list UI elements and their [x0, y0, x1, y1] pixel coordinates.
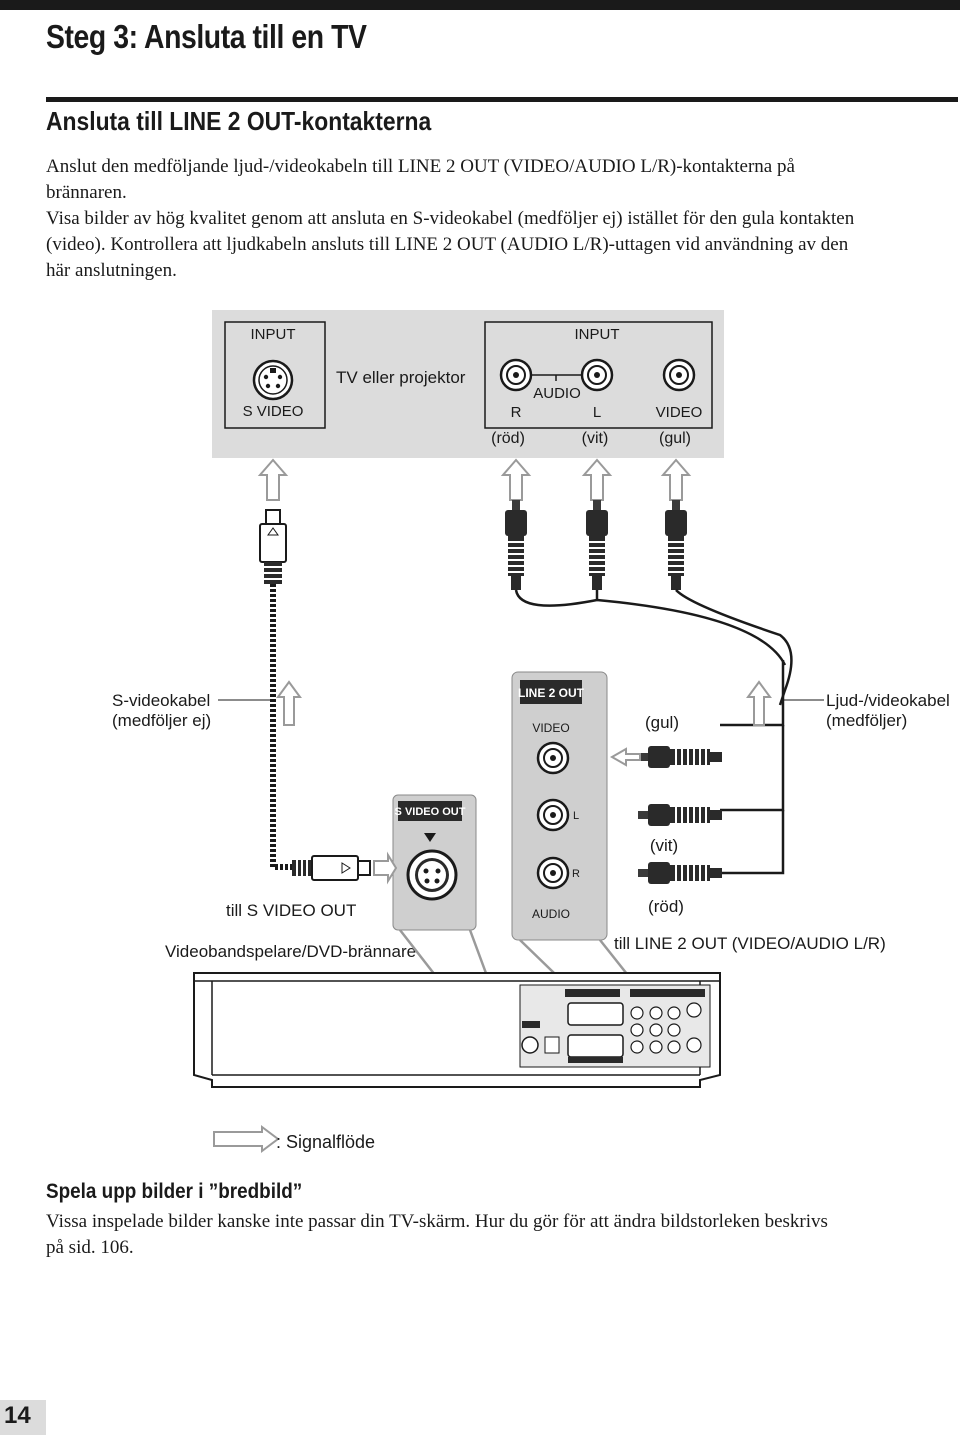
recorder-jack-video	[536, 741, 570, 775]
av-cable-to-white	[720, 725, 785, 812]
arrow-right-s-video	[373, 851, 398, 885]
tv-device-label: TV eller projektor	[336, 368, 466, 387]
arrow-up-s-video-side	[276, 680, 302, 726]
intro-line: (video). Kontrollera att ljudkabeln ansl…	[46, 234, 849, 255]
page-number-tab: 14	[0, 1400, 46, 1435]
widescreen-line: Vissa inspelade bilder kanske inte passa…	[46, 1211, 828, 1232]
recorder-jack-l	[536, 798, 570, 832]
recorder-line2-out-label: LINE 2 OUT	[518, 686, 585, 700]
rca-plug-yellow-bottom	[637, 745, 723, 769]
tv-s-video-box	[224, 321, 326, 429]
av-cable-label-1: Ljud-/videokabel	[826, 691, 950, 710]
recorder-device-label: Videobandspelare/DVD-brännare	[165, 942, 416, 961]
plug-white-label: (vit)	[650, 836, 678, 855]
tv-l-label: L	[593, 404, 601, 421]
tv-video-label: VIDEO	[656, 404, 703, 421]
recorder-body	[193, 972, 721, 1088]
widescreen-text: Vissa inspelade bilder kanske inte passa…	[46, 1209, 958, 1261]
tv-s-video-label: S VIDEO	[243, 403, 304, 420]
rca-plug-red-top	[504, 499, 528, 591]
widescreen-heading: Spela upp bilder i ”bredbild”	[46, 1180, 303, 1203]
arrow-up-s-video	[257, 458, 289, 501]
tv-jack-l	[580, 358, 614, 392]
tv-av-box	[484, 321, 713, 429]
intro-text: Anslut den medföljande ljud-/videokabeln…	[46, 154, 951, 284]
arrow-up-av-side	[746, 680, 772, 726]
rca-plug-white-top	[585, 499, 609, 591]
tv-color-red: (röd)	[491, 430, 525, 447]
s-video-plug-bottom	[292, 855, 371, 881]
tv-color-white: (vit)	[582, 430, 609, 447]
plug-yellow-label: (gul)	[645, 713, 679, 732]
recorder-s-video-jack	[406, 849, 458, 901]
recorder-l-label: L	[573, 810, 579, 822]
connection-diagram: INPUT S VIDEO TV eller projektor INPUT A…	[112, 310, 950, 1153]
rca-plug-red-bottom	[637, 861, 723, 885]
arrow-up-red	[500, 458, 532, 501]
recorder-r-label: R	[572, 868, 580, 880]
section-rule	[46, 97, 958, 102]
recorder-s-video-out-label: S VIDEO OUT	[395, 806, 466, 818]
tv-audio-label: AUDIO	[533, 385, 581, 402]
tv-color-yellow: (gul)	[659, 430, 691, 447]
intro-line: brännaren.	[46, 182, 127, 203]
s-video-cable-label-1: S-videokabel	[112, 691, 210, 710]
to-s-video-out-label: till S VIDEO OUT	[226, 901, 356, 920]
av-cable	[514, 589, 793, 706]
widescreen-line: på sid. 106.	[46, 1237, 134, 1258]
page-title: Steg 3: Ansluta till en TV	[46, 18, 367, 55]
legend: : Signalflöde	[213, 1125, 375, 1153]
recorder-line2-panel: LINE 2 OUT VIDEO L R AUDIO	[511, 671, 608, 941]
intro-line: Visa bilder av hög kvalitet genom att an…	[46, 208, 855, 229]
recorder-jack-r	[536, 856, 570, 890]
intro-line: här anslutningen.	[46, 260, 177, 281]
av-cable-to-red	[720, 810, 785, 875]
section-heading: Ansluta till LINE 2 OUT-kontakterna	[46, 106, 432, 136]
tv-s-video-jack	[252, 359, 294, 401]
av-cable-label-2: (medföljer)	[826, 711, 907, 730]
intro-line: Anslut den medföljande ljud-/videokabeln…	[46, 156, 795, 177]
tv-panel: INPUT S VIDEO TV eller projektor INPUT A…	[212, 310, 724, 458]
rca-plug-white-bottom	[637, 803, 723, 827]
tv-r-label: R	[511, 404, 522, 421]
recorder-audio-label: AUDIO	[532, 907, 570, 921]
recorder-video-label: VIDEO	[532, 721, 569, 735]
rca-plug-yellow-top	[664, 499, 688, 591]
page-number: 14	[4, 1402, 31, 1429]
signal-flow-arrow-icon	[213, 1125, 280, 1153]
tv-jack-video	[662, 358, 696, 392]
arrow-up-yellow	[660, 458, 692, 501]
s-video-plug-top	[259, 509, 287, 584]
tv-input-label-right: INPUT	[575, 326, 620, 343]
plug-red-label: (röd)	[648, 897, 684, 916]
s-video-cable-label-2: (medföljer ej)	[112, 711, 211, 730]
arrow-left-av	[609, 747, 641, 767]
top-rule	[0, 0, 960, 10]
tv-jack-r	[499, 358, 533, 392]
tv-input-label-left: INPUT	[251, 326, 296, 343]
s-video-cable	[270, 584, 292, 870]
signal-arrows-tv	[257, 458, 692, 501]
to-line2-out-label: till LINE 2 OUT (VIDEO/AUDIO L/R)	[614, 934, 886, 953]
arrow-up-white	[581, 458, 613, 501]
recorder-s-video-panel: S VIDEO OUT	[392, 794, 477, 931]
signal-flow-label: : Signalflöde	[276, 1132, 375, 1152]
